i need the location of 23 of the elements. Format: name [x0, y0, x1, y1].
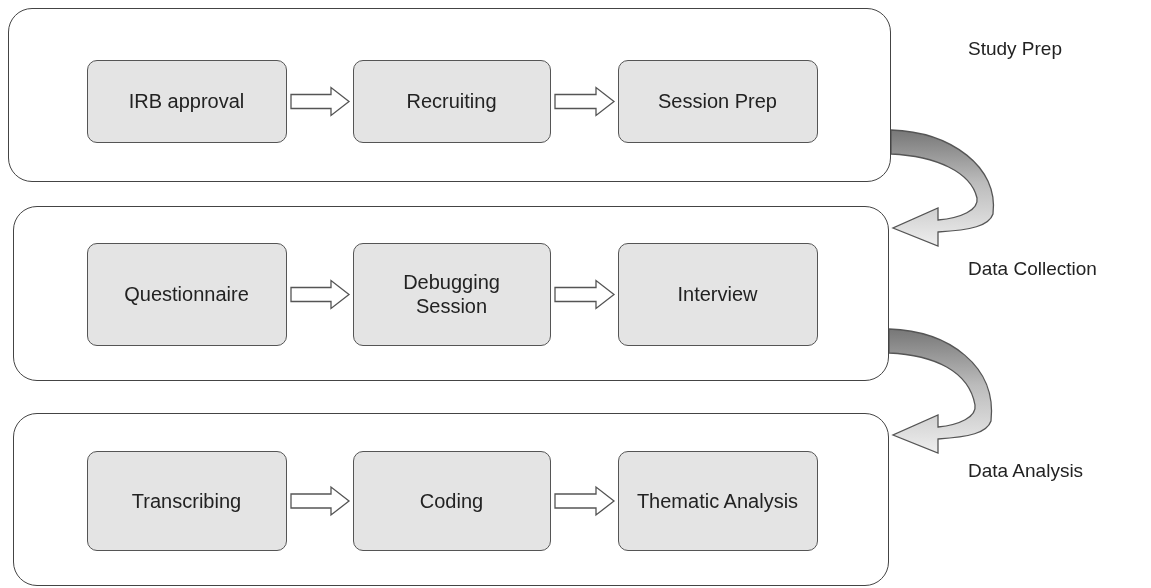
stage-label: Data Collection — [968, 258, 1097, 280]
block-arrow — [554, 485, 616, 517]
block-arrow — [290, 279, 351, 310]
block-arrow — [290, 86, 351, 117]
stage-panel — [13, 206, 889, 381]
process-box: Interview — [617, 242, 818, 346]
process-box: Thematic Analysis — [617, 450, 818, 551]
block-arrow — [554, 279, 616, 310]
block-arrow — [290, 485, 351, 517]
stage-panel — [13, 413, 889, 586]
process-box: Debugging Session — [352, 242, 551, 346]
process-box: Session Prep — [617, 59, 818, 143]
stage-panel — [8, 8, 891, 182]
block-arrow — [554, 86, 616, 117]
stage-label: Study Prep — [968, 38, 1062, 60]
process-box: IRB approval — [86, 59, 287, 143]
curved-arrow — [890, 129, 995, 247]
process-box: Recruiting — [352, 59, 551, 143]
curved-arrow — [888, 328, 993, 454]
process-box: Transcribing — [86, 450, 287, 551]
process-box: Questionnaire — [86, 242, 287, 346]
process-box: Coding — [352, 450, 551, 551]
stage-label: Data Analysis — [968, 460, 1084, 482]
